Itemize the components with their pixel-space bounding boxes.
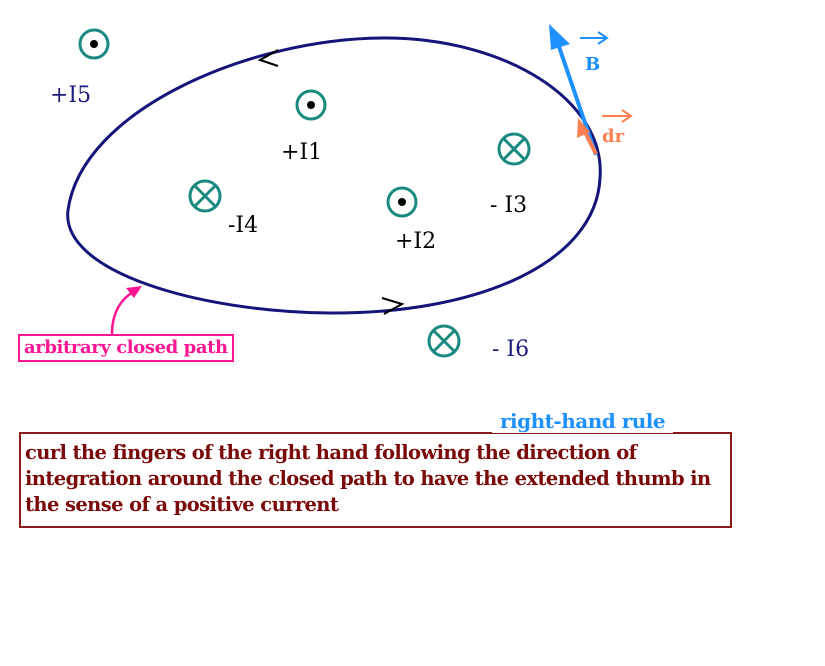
current-label-i4: -I4	[228, 213, 258, 238]
b-vector	[552, 31, 598, 156]
closed-path	[66, 36, 602, 315]
path-label-pointer-head	[126, 286, 142, 298]
current-label-i3: - I3	[490, 193, 527, 218]
right-hand-rule-box: curl the fingers of the right hand follo…	[19, 432, 732, 528]
current-label-i2: +I2	[395, 229, 436, 254]
right-hand-rule-title: right-hand rule	[492, 409, 674, 433]
path-label: arbitrary closed path	[18, 334, 234, 362]
current-in-icon	[427, 324, 461, 358]
dr-overarrow-icon	[602, 109, 633, 123]
current-in-icon	[188, 179, 222, 213]
current-out-icon	[78, 28, 110, 60]
current-label-i6: - I6	[492, 337, 529, 362]
current-label-i5: +I5	[50, 83, 91, 108]
b-vector-head	[549, 24, 570, 50]
right-hand-rule-text: curl the fingers of the right hand follo…	[25, 441, 711, 516]
dr-label: dr	[602, 126, 625, 147]
dr-vector-head	[577, 118, 590, 138]
current-out-icon	[386, 186, 418, 218]
b-label: B	[585, 54, 600, 75]
path-arrow-top	[257, 49, 279, 67]
current-label-i1: +I1	[281, 140, 322, 165]
b-overarrow-icon	[580, 31, 609, 45]
path-arrow-bottom	[381, 297, 405, 315]
current-in-icon	[497, 132, 531, 166]
current-out-icon	[295, 89, 327, 121]
